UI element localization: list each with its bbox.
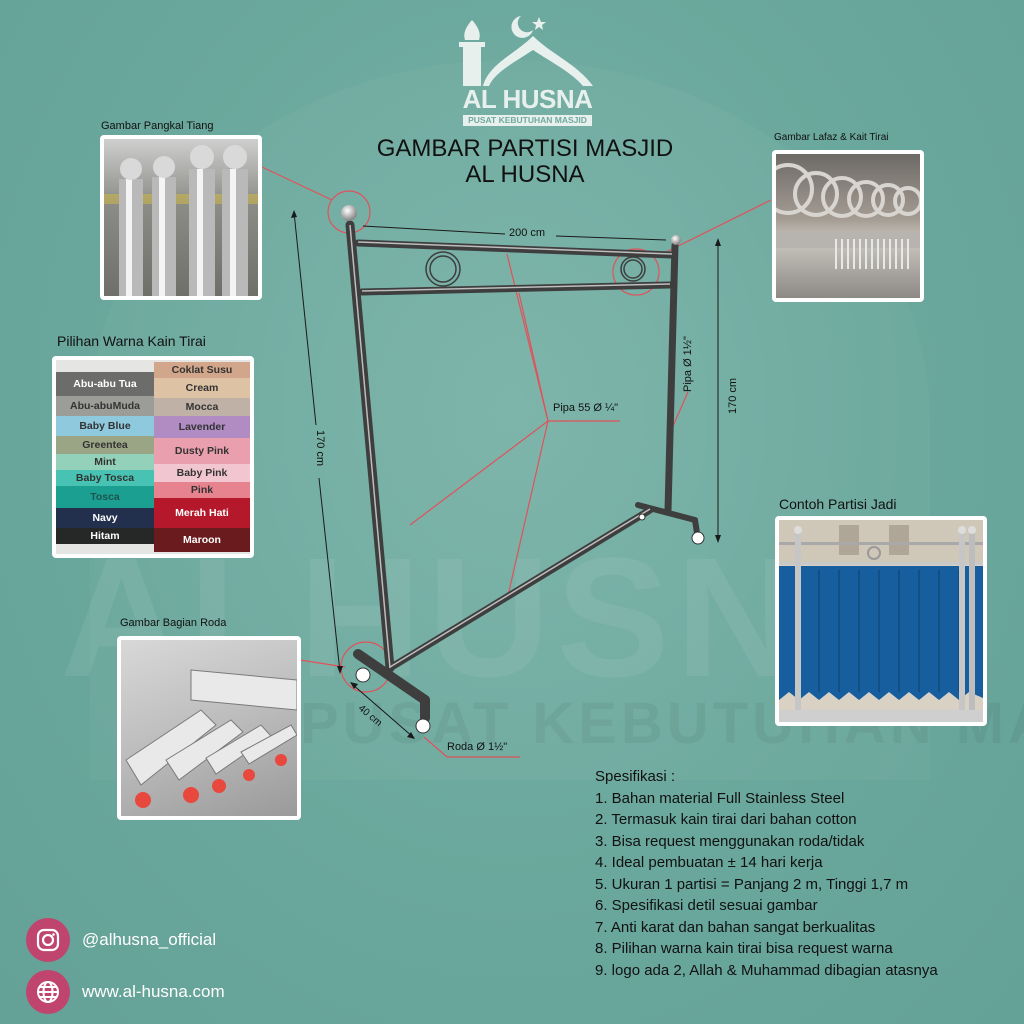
wheel-photo <box>117 636 301 820</box>
fabric-colors-photo: Abu-abu Tua Abu-abuMuda Baby Blue Greent… <box>52 356 254 558</box>
spec-item: 1. Bahan material Full Stainless Steel <box>595 789 845 807</box>
lafaz-caption: Gambar Lafaz & Kait Tirai <box>774 132 889 143</box>
allah-medallion <box>425 251 461 287</box>
fabric-swatch: Baby Blue <box>56 416 154 436</box>
height-left-dimension-label: 170 cm <box>314 430 326 467</box>
pangkal-photo <box>100 135 262 300</box>
contoh-caption: Contoh Partisi Jadi <box>779 496 897 512</box>
instagram-icon <box>26 918 70 962</box>
specs-heading: Spesifikasi : <box>595 768 676 785</box>
fabric-swatch: Abu-abu Tua <box>56 372 154 396</box>
fabric-swatch: Coklat Susu <box>154 362 250 378</box>
fabric-swatch: Abu-abuMuda <box>56 396 154 416</box>
fabric-swatch: Maroon <box>154 528 250 552</box>
main-pipe-label: Pipa Ø 1½" <box>682 336 694 392</box>
pole-tops-image <box>104 145 258 296</box>
fabric-swatch: Pink <box>154 482 250 498</box>
instagram-handle: @alhusna_official <box>82 930 217 949</box>
fabric-swatch: Mint <box>56 454 154 470</box>
spec-item: 9. logo ada 2, Allah & Muhammad dibagian… <box>595 961 938 979</box>
brand-tagline: PUSAT KEBUTUHAN MASJID <box>463 115 592 126</box>
fabric-left-stack: Abu-abu Tua Abu-abuMuda Baby Blue Greent… <box>56 372 154 544</box>
fabric-swatch: Lavender <box>154 416 250 438</box>
fabric-swatch: Baby Tosca <box>56 470 154 486</box>
brand-logo: AL HUSNA PUSAT KEBUTUHAN MASJID <box>455 14 600 126</box>
spec-item: 5. Ukuran 1 partisi = Panjang 2 m, Tingg… <box>595 875 909 893</box>
finished-partition-photo <box>775 516 987 726</box>
finished-partition-image <box>779 520 983 722</box>
small-pipe-label: Pipa 55 Ø ¼" <box>553 402 619 414</box>
specifications: Spesifikasi : 1. Bahan material Full Sta… <box>595 766 938 981</box>
title-line-1: GAMBAR PARTISI MASJID <box>376 135 674 162</box>
spec-item: 2. Termasuk kain tirai dari bahan cotton <box>595 811 857 828</box>
website-url: www.al-husna.com <box>82 982 225 1001</box>
brand-name: AL HUSNA <box>462 84 593 114</box>
fabric-right-stack: Coklat Susu Cream Mocca Lavender Dusty P… <box>154 362 250 552</box>
fabric-swatch: Hitam <box>56 528 154 544</box>
height-right-dimension-label: 170 cm <box>727 377 739 414</box>
muhammad-medallion <box>620 256 646 282</box>
fabric-swatch: Cream <box>154 378 250 398</box>
spec-item: 7. Anti karat dan bahan sangat berkualit… <box>595 918 876 936</box>
pangkal-caption: Gambar Pangkal Tiang <box>101 120 214 132</box>
wheels-image <box>125 669 297 808</box>
instagram-link[interactable]: @alhusna_official <box>26 918 216 962</box>
website-link[interactable]: www.al-husna.com <box>26 970 225 1014</box>
spec-item: 6. Spesifikasi detil sesuai gambar <box>595 897 818 914</box>
width-dimension-label: 200 cm <box>509 227 546 239</box>
spec-item: 4. Ideal pembuatan ± 14 hari kerja <box>595 854 823 871</box>
globe-icon <box>26 970 70 1014</box>
mosque-icon <box>459 16 593 86</box>
fabric-swatch: Mocca <box>154 398 250 416</box>
fabric-swatch: Tosca <box>56 486 154 508</box>
title-line-2: AL HUSNA <box>465 161 585 188</box>
fabric-swatch: Merah Hati <box>154 498 250 528</box>
page-title: GAMBAR PARTISI MASJID AL HUSNA <box>340 136 710 188</box>
wheel-label: Roda Ø 1½" <box>447 741 508 753</box>
fabric-swatch: Dusty Pink <box>154 438 250 464</box>
fabric-swatch: Navy <box>56 508 154 528</box>
hooks-image <box>776 163 920 269</box>
warna-caption: Pilihan Warna Kain Tirai <box>57 333 206 349</box>
roda-caption: Gambar Bagian Roda <box>120 617 227 629</box>
spec-item: 3. Bisa request menggunakan roda/tidak <box>595 832 865 850</box>
fabric-swatch: Greentea <box>56 436 154 454</box>
spec-item: 8. Pilihan warna kain tirai bisa request… <box>595 940 893 957</box>
fabric-swatch: Baby Pink <box>154 464 250 482</box>
lafaz-photo <box>772 150 924 302</box>
fabric-swatch-grid: Abu-abu Tua Abu-abuMuda Baby Blue Greent… <box>56 360 250 554</box>
